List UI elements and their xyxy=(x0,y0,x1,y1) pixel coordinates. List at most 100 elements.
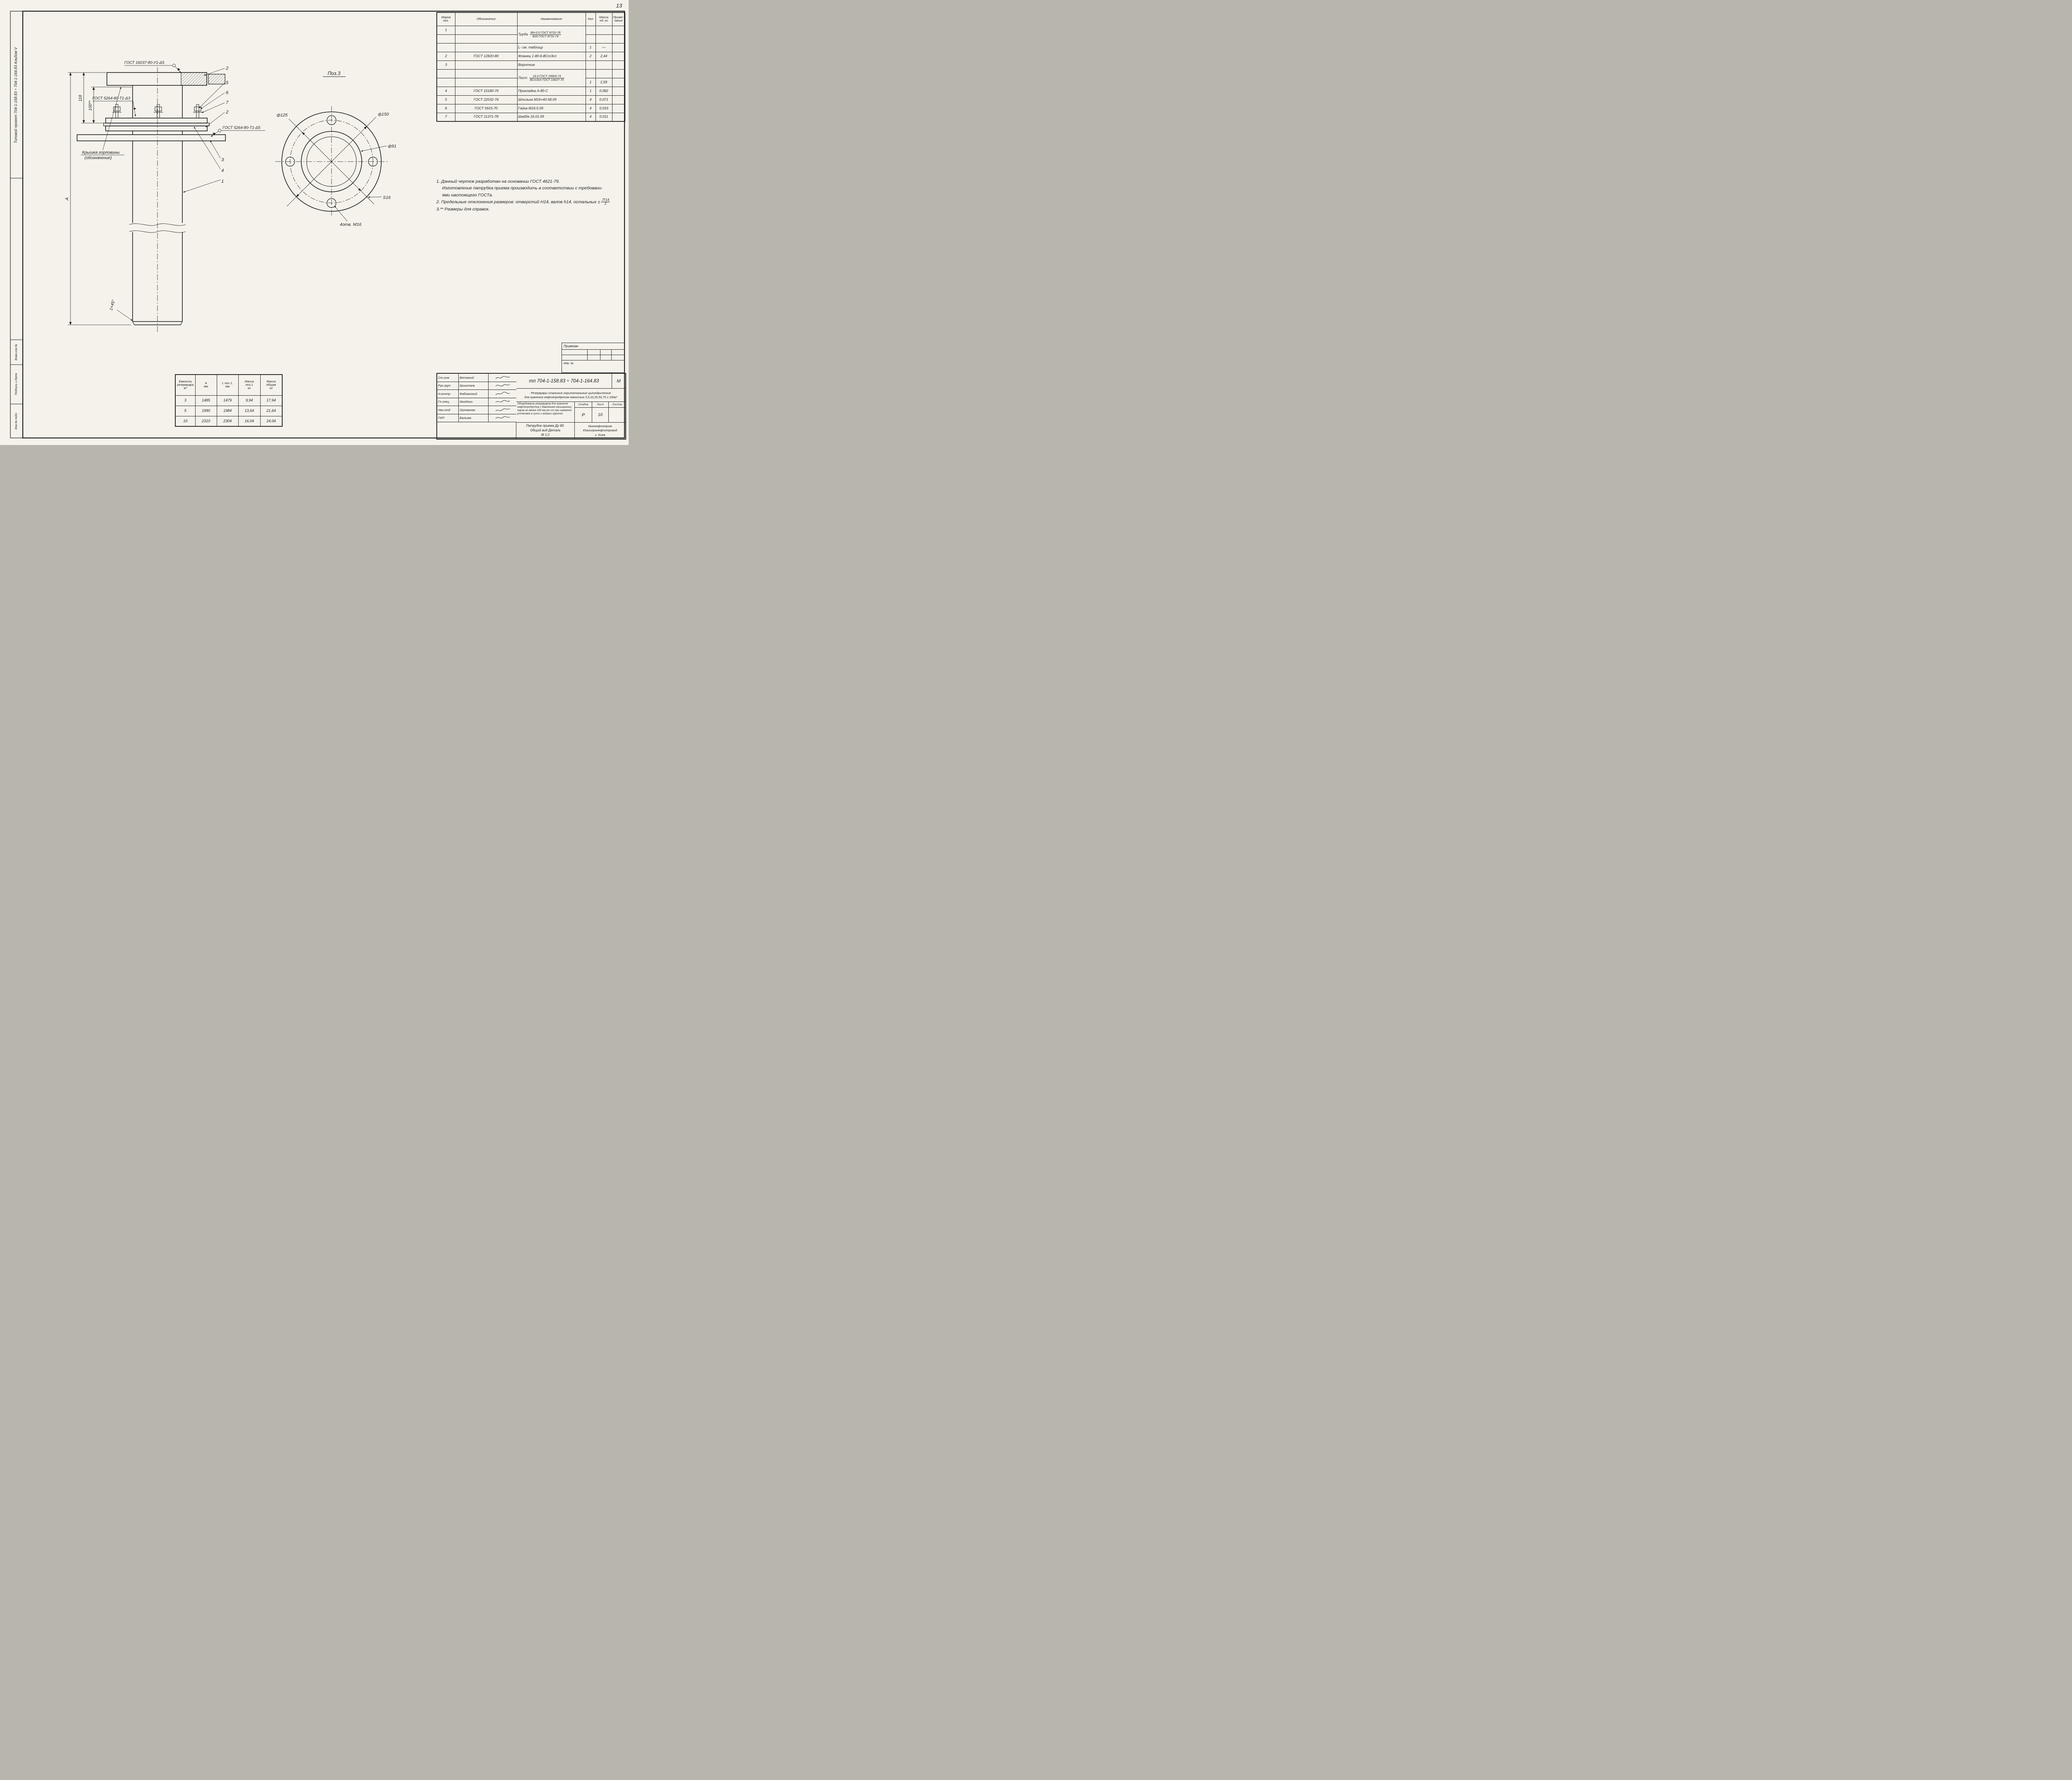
organization: Миннефтепром Южгипронефтепровод г. Киев xyxy=(583,424,617,437)
weld-callout-right-label: ГОСТ 5264-80-Т1-Δ5 xyxy=(223,126,261,130)
project-name: Резервуары стальные горизонтальные цилин… xyxy=(516,389,625,402)
drawing-sheet: Типовой проект 704-1-158.83 ÷ 704-1-164.… xyxy=(0,0,629,445)
dims-header-a: А мм xyxy=(195,374,217,396)
elevation-view xyxy=(77,67,226,332)
spec-nut-pos: 6 xyxy=(436,104,455,113)
pos-1-label: 1 xyxy=(221,179,224,184)
signature xyxy=(489,382,516,390)
signer-row: Н.контр Фабианский xyxy=(437,390,516,398)
drawing-title: Патрубок приема Ду 80. Общий вид Деталь … xyxy=(516,423,575,439)
sheets-total xyxy=(609,408,625,423)
detail-d91-label: ф91 xyxy=(388,144,396,149)
spec-gasket-pos: 4 xyxy=(436,86,455,96)
spec-stud-pos: 5 xyxy=(436,95,455,104)
spec-washer-pos: 7 xyxy=(436,112,455,122)
signer-row: Ст.инж Беспалый xyxy=(437,374,516,382)
detail-d125-label: ф125 xyxy=(277,113,288,118)
elevation-dimensions xyxy=(68,72,132,325)
signature xyxy=(489,414,516,422)
signer-row: ГИП Бальзак xyxy=(437,414,516,422)
detail-d150-label: ф150 xyxy=(378,112,389,117)
signature xyxy=(489,406,516,414)
pos-4-label: 4 xyxy=(221,168,224,173)
spec-flange-pos: 2 xyxy=(436,51,455,61)
drawing-canvas: Типовой проект 704-1-158.83 ÷ 704-1-164.… xyxy=(10,2,625,439)
margin-box-inv-label: Инв.№ подл. xyxy=(15,412,18,430)
cover-label-line2: (обозначение) xyxy=(85,155,112,160)
signature xyxy=(489,398,516,406)
sheet-number: 10 xyxy=(592,408,609,423)
dims-header-m1: Масса поз.1 кг xyxy=(238,374,261,396)
weld-callout-top-label: ГОСТ 16037-80-У1-Δ5 xyxy=(124,60,165,65)
binding-box-title: Привязан xyxy=(562,343,624,350)
weld-callout-left xyxy=(92,101,136,117)
weld-callout-top xyxy=(124,64,182,73)
note-1-line1: 1. Данный чертеж разработан на основании… xyxy=(436,179,560,184)
dim-100-label: 100** xyxy=(88,100,93,111)
doc-m-label: М xyxy=(612,374,625,389)
table-row: 10 2310 2304 16,04 24,04 xyxy=(175,416,283,427)
sheets-label: Листов xyxy=(609,402,625,408)
doc-number: тп 704-1-158.83 ÷ 704-1-164.83 xyxy=(516,374,612,389)
binding-box: Привязан Инв. № xyxy=(562,343,625,373)
table-row: 3 1485 1479 9,94 17,94 xyxy=(175,395,283,406)
page-number: 13 xyxy=(616,2,622,9)
note-1-line3: ями настоящего ГОСТа. xyxy=(442,192,493,198)
pos-5-label: 5 xyxy=(226,80,229,85)
sheet-frame xyxy=(10,10,625,439)
dims-header-capacity: Емкость резервуара м³ xyxy=(175,374,196,396)
note-1-line2: Изготовление патрубка приема производить… xyxy=(442,186,603,191)
spec-table: Марка поз. Обозначение Наименование Кол … xyxy=(436,12,625,122)
side-project-label: Типовой проект 704-1-158.83 ÷ 704-1-164.… xyxy=(14,47,18,143)
margin-box-vzam-label: Взам.инв.№ xyxy=(15,344,18,360)
stage-value: Р xyxy=(575,408,592,423)
dim-118-label: 118 xyxy=(78,95,83,102)
pos-3-label: 3 xyxy=(221,157,224,162)
detail-s16-label: S16 xyxy=(383,195,391,200)
chamfer-label: 1×45° xyxy=(109,299,116,311)
pos-7-label: 7 xyxy=(226,100,229,105)
spec-collar-pos: 3 xyxy=(436,60,455,70)
object-description: Оборудование резервуаров для хранения не… xyxy=(516,402,575,423)
cover-designation-leader xyxy=(81,87,124,155)
detail-title: Поз.3 xyxy=(328,70,341,76)
dims-header-mt: Масса общая кг xyxy=(260,374,283,396)
table-row: 5 1990 1984 13,64 21,64 xyxy=(175,405,283,416)
spec-header-qty: Кол xyxy=(585,12,596,26)
notes-block: 1. Данный чертеж разработан на основании… xyxy=(436,178,629,213)
pos-6-label: 6 xyxy=(226,90,229,95)
spec-header-mass: Масса ед, кг xyxy=(595,12,612,26)
stage-label: Стадия xyxy=(575,402,592,408)
signer-row: Нач.отд Орловская xyxy=(437,406,516,414)
binding-box-inv-label: Инв. № xyxy=(564,362,574,365)
spec-pipe-length: L- см. таблицу xyxy=(517,43,586,52)
spec-header-name: Наименование xyxy=(517,12,586,26)
stud-symbols xyxy=(112,104,202,118)
cover-label-line1: Крышка горловины xyxy=(82,150,120,155)
margin-box-podpis-label: Подпись и дата xyxy=(15,373,18,395)
chamfer-leader xyxy=(116,310,133,321)
spec-header-mark: Марка поз. xyxy=(436,12,455,26)
weld-callout-left-label: ГОСТ 5264-80-Т1-Δ3 xyxy=(92,96,131,101)
spec-pipe-pos: 1 xyxy=(436,25,455,35)
detail-holes-label: 4отв. М16 xyxy=(340,222,361,227)
pos-2-bottom-label: 2 xyxy=(225,110,228,115)
dims-header-l: L поз 1, мм xyxy=(216,374,239,396)
sheet-label: Лист xyxy=(592,402,609,408)
signer-row: Рук.груп Кришталь xyxy=(437,382,516,390)
signature xyxy=(489,390,516,398)
spec-header-designation: Обозначение xyxy=(455,12,518,26)
position-leaders xyxy=(183,68,225,193)
title-block: Ст.инж Беспалый Рук.груп Кришталь Н.конт… xyxy=(436,373,626,440)
pos-2-top-label: 2 xyxy=(225,66,228,71)
weld-callout-right xyxy=(211,129,265,137)
detail-view-pos3 xyxy=(275,76,388,222)
note-2: 2. Предельные отклонения размеров: отвер… xyxy=(436,198,610,206)
signer-row: Гл.спец. Миндлин xyxy=(437,398,516,406)
capacity-table: Емкость резервуара м³ А мм L поз 1, мм М… xyxy=(175,374,283,427)
signature xyxy=(489,374,516,382)
note-3: 3.** Размеры для справок. xyxy=(436,206,490,212)
spec-header-note: Приме- чание xyxy=(612,12,625,26)
